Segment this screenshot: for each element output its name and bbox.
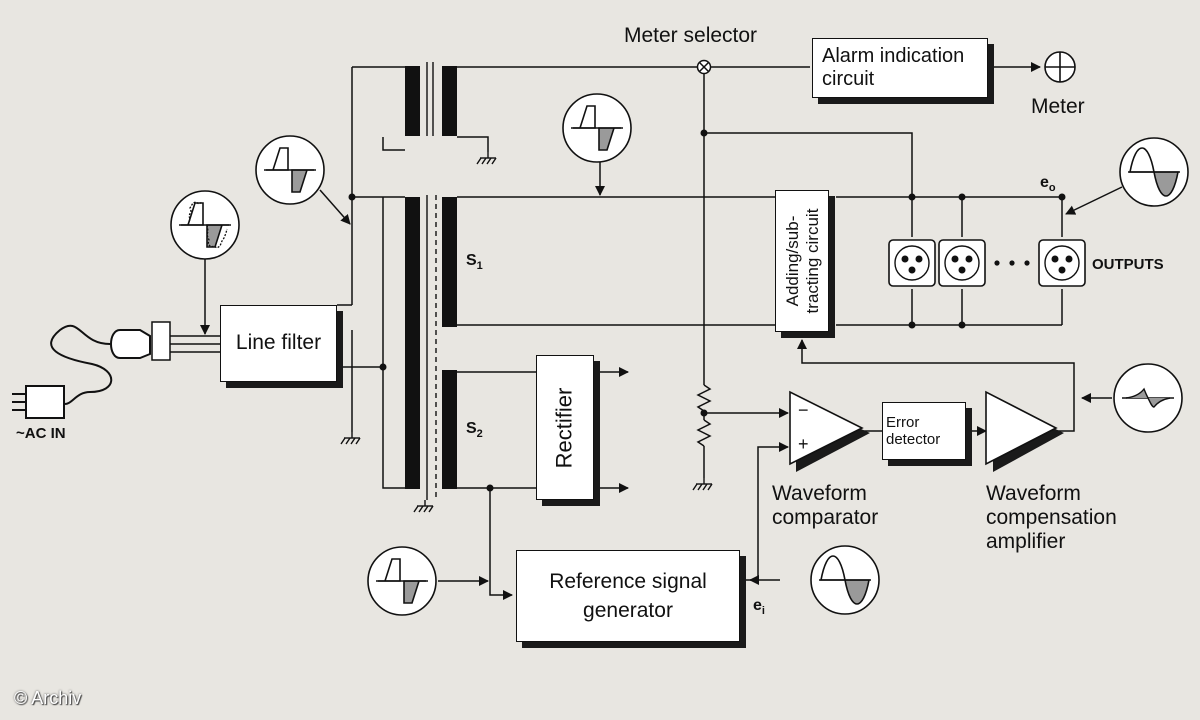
s2-sub: 2 [476,428,483,441]
adding-subtracting-circuit-box [775,190,829,332]
meter-label: Meter [1031,95,1085,118]
ei-label: ei [753,597,765,617]
outputs-label: OUTPUTS [1092,256,1164,273]
waveform-compensation-amplifier-label: Waveform compensation amplifier [986,482,1117,554]
error-detector-box [882,402,966,460]
ei-main: e [753,597,762,614]
alarm-indication-circuit-label: Alarm indication circuit [822,45,965,90]
s2-main: S [466,420,477,437]
comparator-plus-sign: + [798,434,809,454]
line-filter-label: Line filter [235,331,322,355]
adding-subtracting-circuit-label: Adding/sub- tracting circuit [783,208,822,314]
ei-sub: i [761,605,765,618]
eo-label: eo [1040,174,1056,194]
reference-signal-generator-label: Reference signal generator [549,569,707,622]
eo-sub: o [1048,182,1056,195]
s1-main: S [466,252,477,269]
s1-label: S1 [466,252,483,272]
meter-selector-label: Meter selector [624,24,758,47]
s2-label: S2 [466,420,483,440]
line-filter-box [220,305,337,382]
credit-label: © Archiv [14,688,82,708]
comparator-minus-sign: − [798,400,809,420]
error-detector-label: Error detector [886,413,941,448]
waveform-comparator-label: Waveform comparator [772,482,879,530]
alarm-indication-circuit-box [812,38,988,98]
eo-main: e [1040,174,1049,191]
rectifier-box [536,355,594,500]
ac-in-label: ~AC IN [16,425,66,442]
reference-signal-generator-box [516,550,740,642]
rectifier-label: Rectifier [551,387,577,469]
s1-sub: 1 [476,260,483,273]
